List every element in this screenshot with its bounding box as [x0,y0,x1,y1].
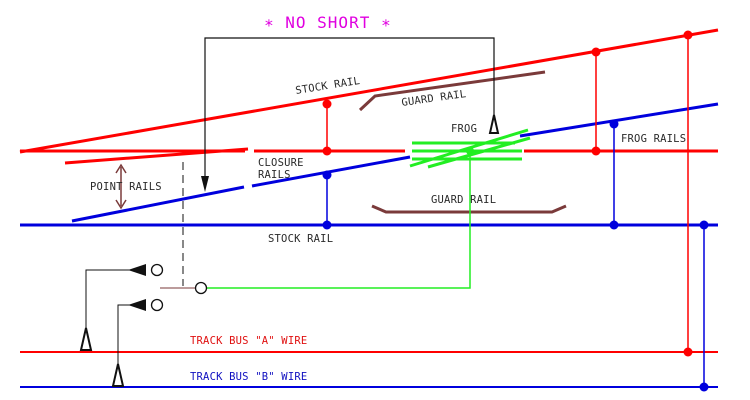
no-short-arrow-right [488,114,500,134]
point-rails-dimension [115,163,127,210]
label-point-rails: POINT RAILS [90,181,162,193]
common-contact-terminal [194,281,208,295]
label-frog-rails: FROG RAILS [621,133,686,145]
contact-a-clip [79,327,93,351]
contact-b-wire [117,304,143,366]
point-rail-blue [71,185,245,223]
contact-b-clip [111,363,125,387]
contact-a-arrow [128,264,146,276]
frog-rail-blue [519,102,719,138]
guard-rail-bottom [371,204,567,214]
label-track-bus-b: TRACK BUS "B" WIRE [190,371,307,383]
diagram-title: ∗ NO SHORT ∗ [264,13,392,32]
junction-dots [322,30,709,392]
contact-b-terminal [150,298,164,312]
no-short-wire [204,37,495,185]
label-closure-rails-line1: CLOSURE [258,157,304,169]
label-stock-rail-bottom: STOCK RAIL [268,233,333,245]
guard-rail-top [358,70,546,112]
label-track-bus-a: TRACK BUS "A" WIRE [190,335,307,347]
label-frog: FROG [451,123,477,135]
point-rail-red [64,147,249,165]
stock-rail-top [19,28,719,154]
frog-feed-wire [205,151,471,289]
contact-a-terminal [150,263,164,277]
contact-a-wire [85,269,143,330]
label-closure-rails-line2: RAILS [258,169,291,181]
closure-rail-blue [251,155,411,188]
label-guard-rail-bottom: GUARD RAIL [431,194,496,206]
no-short-arrow-left [201,176,209,192]
contact-b-arrow [128,299,146,311]
